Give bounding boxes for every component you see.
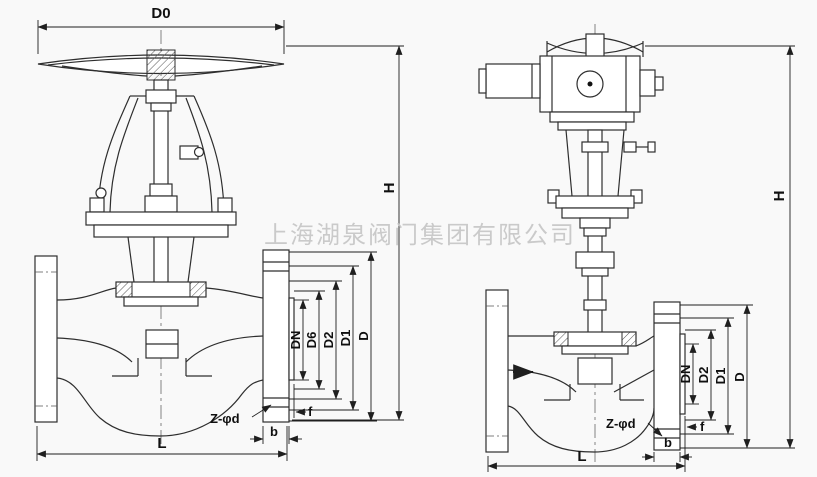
dim-label-d1-right: D1 — [713, 368, 728, 385]
dim-label-d2-right: D2 — [696, 367, 711, 384]
left-valve-stem-yoke — [85, 79, 237, 307]
dim-label-l-right: L — [577, 448, 586, 465]
left-valve-dim-l: L — [36, 426, 288, 461]
dim-label-d2-left: D2 — [321, 332, 336, 349]
right-valve-flange-dims: DN D2 D1 D — [678, 304, 795, 449]
dim-label-dn-right: DN — [678, 365, 693, 384]
dim-label-z-phi-d-right: Z-φd — [606, 416, 636, 431]
watermark-text: 上海湖泉阀门集团有限公司 — [264, 222, 576, 249]
dim-label-h-left: H — [381, 183, 398, 194]
dim-label-b-left: b — [270, 424, 278, 439]
dim-label-z-phi-d-left: Z-φd — [210, 411, 240, 426]
right-valve-dim-h: H — [645, 45, 795, 449]
right-valve-stem-yoke — [547, 129, 656, 355]
left-valve-callouts: Z-φd b f — [210, 384, 313, 444]
dim-label-dn-left: DN — [288, 331, 303, 350]
dim-label-d-right: D — [732, 372, 747, 381]
dim-label-d-left: D — [356, 331, 371, 340]
dim-label-b-right: b — [664, 435, 672, 450]
right-valve-actuator-icon — [478, 55, 664, 131]
left-valve-flange-dims: DN D6 D2 D1 D — [288, 251, 377, 422]
right-valve-callouts: Z-φd b f — [606, 416, 705, 462]
left-valve-handwheel-icon — [37, 49, 285, 81]
dim-label-l-left: L — [157, 435, 166, 452]
left-valve: D0 DN D6 D2 D1 D — [34, 5, 404, 461]
left-valve-dim-h: H — [286, 45, 404, 421]
dim-label-d1-left: D1 — [338, 330, 353, 347]
right-valve: DN D2 D1 D H L Z-φd b f — [478, 24, 795, 472]
dim-label-h-right: H — [771, 191, 788, 202]
dim-label-f-right: f — [700, 419, 705, 434]
right-valve-handwheel-icon — [546, 33, 644, 59]
dim-label-d0: D0 — [151, 5, 170, 22]
right-valve-dim-l: L — [487, 416, 686, 472]
dim-label-f-left: f — [308, 404, 313, 419]
left-valve-body — [34, 249, 295, 437]
dim-label-d6-left: D6 — [304, 332, 319, 349]
right-valve-body — [485, 289, 686, 453]
left-valve-dim-d0: D0 — [37, 5, 285, 54]
